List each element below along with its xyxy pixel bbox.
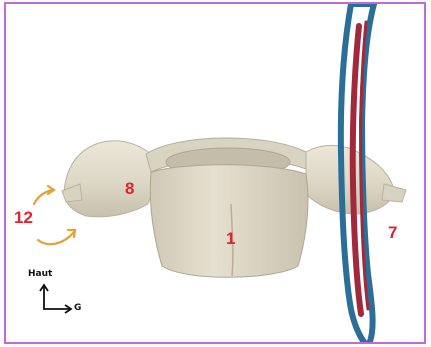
left-lateral-mass (64, 141, 154, 217)
vertebra-illustration (6, 4, 426, 344)
lower-arrow (38, 232, 74, 244)
orientation-side-label: G (74, 304, 81, 313)
right-process-tip (382, 184, 406, 202)
vertebral-body (150, 165, 308, 278)
image-frame: 12 8 1 7 Haut G (4, 2, 426, 344)
label-vertebral-body: 1 (226, 230, 235, 247)
label-transverse-process: 12 (14, 209, 33, 226)
label-articular-process: 8 (125, 180, 134, 197)
label-nerve-root: 7 (388, 224, 397, 241)
orientation-up-label: Haut (28, 270, 52, 279)
